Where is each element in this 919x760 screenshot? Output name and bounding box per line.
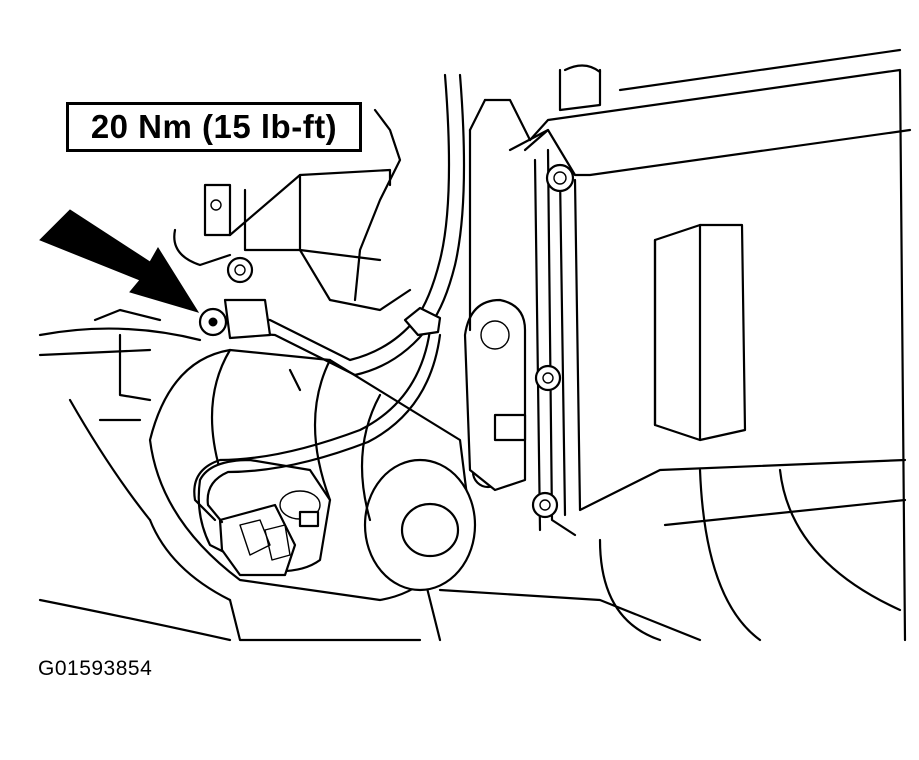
figure-id-label: G01593854 bbox=[38, 657, 153, 680]
bolt-upper-left-icon bbox=[226, 256, 254, 284]
engine-block bbox=[38, 308, 702, 642]
electrical-connector bbox=[218, 503, 320, 577]
mounting-bracket bbox=[463, 98, 532, 492]
bolt-top-icon bbox=[545, 163, 575, 193]
transmission-housing bbox=[508, 48, 912, 642]
bolt-middle-icon bbox=[534, 364, 562, 392]
bolt-lower-icon bbox=[531, 491, 559, 519]
upper-bracket bbox=[173, 168, 412, 312]
pointer-arrow-icon bbox=[39, 209, 200, 313]
wiring-harness bbox=[193, 73, 466, 524]
terminal-nut bbox=[198, 298, 272, 340]
torque-spec-label: 20 Nm (15 lb-ft) bbox=[66, 102, 362, 152]
